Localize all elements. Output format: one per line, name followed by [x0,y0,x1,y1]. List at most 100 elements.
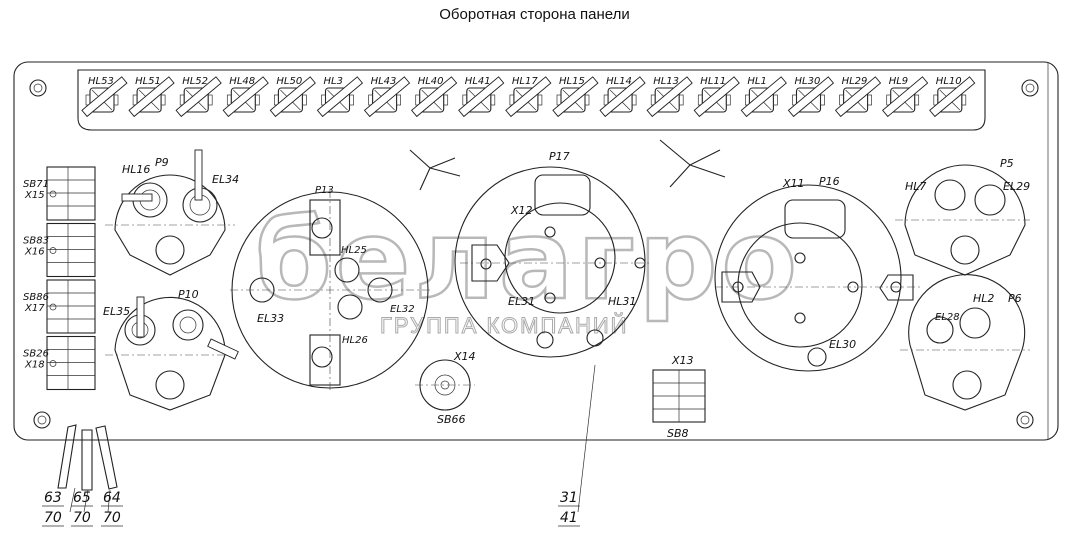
label-sb66: SB66 [437,413,466,426]
wire-bundle [409,139,726,191]
label-el31: EL31 [508,295,535,308]
connector-label: X15 [24,190,45,201]
label-x11: X11 [782,177,805,190]
callout-number: 64 [103,490,121,506]
relay-p5 [895,164,1030,276]
switch-label: SB83 [23,236,49,247]
label-p9: P9 [155,156,169,169]
wire-tag [787,76,835,118]
relay-p9 [105,149,235,276]
indicator-lamp: HL14 [599,76,646,118]
panel-outline [13,61,1059,441]
indicator-lamp: HL48 [222,76,269,118]
connector-label: X17 [24,303,45,314]
lamp-label: HL9 [889,76,908,87]
device-p17 [454,166,650,358]
connector-label: X18 [24,360,45,371]
wire-tag [881,76,929,118]
relay-p13 [230,190,430,390]
indicator-lamp: HL10 [929,76,976,118]
label-p13: P13 [315,185,334,196]
label-el35: EL35 [103,305,130,318]
indicator-lamp: HL11 [693,76,740,118]
wire-tag [458,76,505,118]
connector-label: X16 [24,247,45,258]
callout-quantity: 70 [103,510,121,526]
indicator-lamp: HL43 [363,76,411,118]
wire-tag [175,76,222,118]
watermark-brand: белагро [255,196,801,324]
callout-quantity: 70 [44,510,62,526]
wire-tag [740,76,787,118]
label-x13: X13 [671,354,694,367]
lamp-label: HL40 [418,76,444,87]
lamp-label: HL29 [842,76,868,87]
wire-tag [693,76,740,118]
indicator-lamp: HL3 [316,76,364,118]
wire-tag [269,76,316,118]
indicator-lamp: HL29 [834,76,882,118]
lamp-label: HL13 [653,76,679,87]
indicator-lamp: HL41 [458,76,505,118]
lamp-label: HL48 [229,76,255,87]
label-el34: EL34 [212,173,239,186]
callout-number: 31 [560,490,578,506]
lamp-label: HL11 [700,76,726,87]
lamp-label: HL52 [182,76,208,87]
label-p16: P16 [819,175,840,188]
indicator-lamp: HL9 [881,76,929,118]
indicator-lamp: HL30 [787,76,835,118]
callout-quantity: 41 [560,510,578,526]
lamp-label: HL3 [324,76,343,87]
indicator-lamp: HL17 [505,76,552,118]
mounting-hole-icon [1016,411,1034,429]
label-el32: EL32 [390,304,415,315]
label-el28: EL28 [935,312,960,323]
label-sb8: SB8 [667,427,689,440]
mounting-hole-icon [33,411,51,429]
lamp-label: HL53 [88,76,114,87]
label-hl26: HL26 [342,335,368,346]
connector-x14 [415,359,475,411]
relay-p6 [900,274,1030,411]
callout-quantity: 70 [73,510,91,526]
switch-label: SB71 [23,179,49,190]
indicator-lamp: HL1 [740,76,787,118]
label-el30: EL30 [829,338,856,351]
lamp-label: HL51 [135,76,161,87]
indicator-lamp: HL52 [175,76,222,118]
switch-label: SB86 [23,292,49,303]
wire-tag [929,76,976,118]
wire-tag [505,76,552,118]
indicator-lamp: HL50 [269,76,316,118]
indicator-lamp: HL53 [81,76,128,118]
wire-tag [552,76,599,118]
indicator-lamp: HL15 [552,76,599,118]
label-el33: EL33 [257,312,284,325]
mounting-hole-icon [29,79,47,97]
indicator-lamp: HL40 [410,76,458,118]
callout-number: 63 [44,490,62,506]
label-p10: P10 [178,288,199,301]
wire-tag [363,76,411,118]
lamp-strip [77,69,986,131]
label-x14: X14 [453,350,476,363]
wire-tag [646,76,693,118]
wire-tag [128,76,175,118]
connector-x13 [652,369,706,423]
watermark: белагро ГРУППА КОМПАНИЙ [254,195,801,339]
label-hl7: HL7 [905,180,926,193]
label-hl2: HL2 [973,292,994,305]
lamp-label: HL14 [606,76,632,87]
wire-tag [81,76,128,118]
indicator-lamp: HL13 [646,76,693,118]
